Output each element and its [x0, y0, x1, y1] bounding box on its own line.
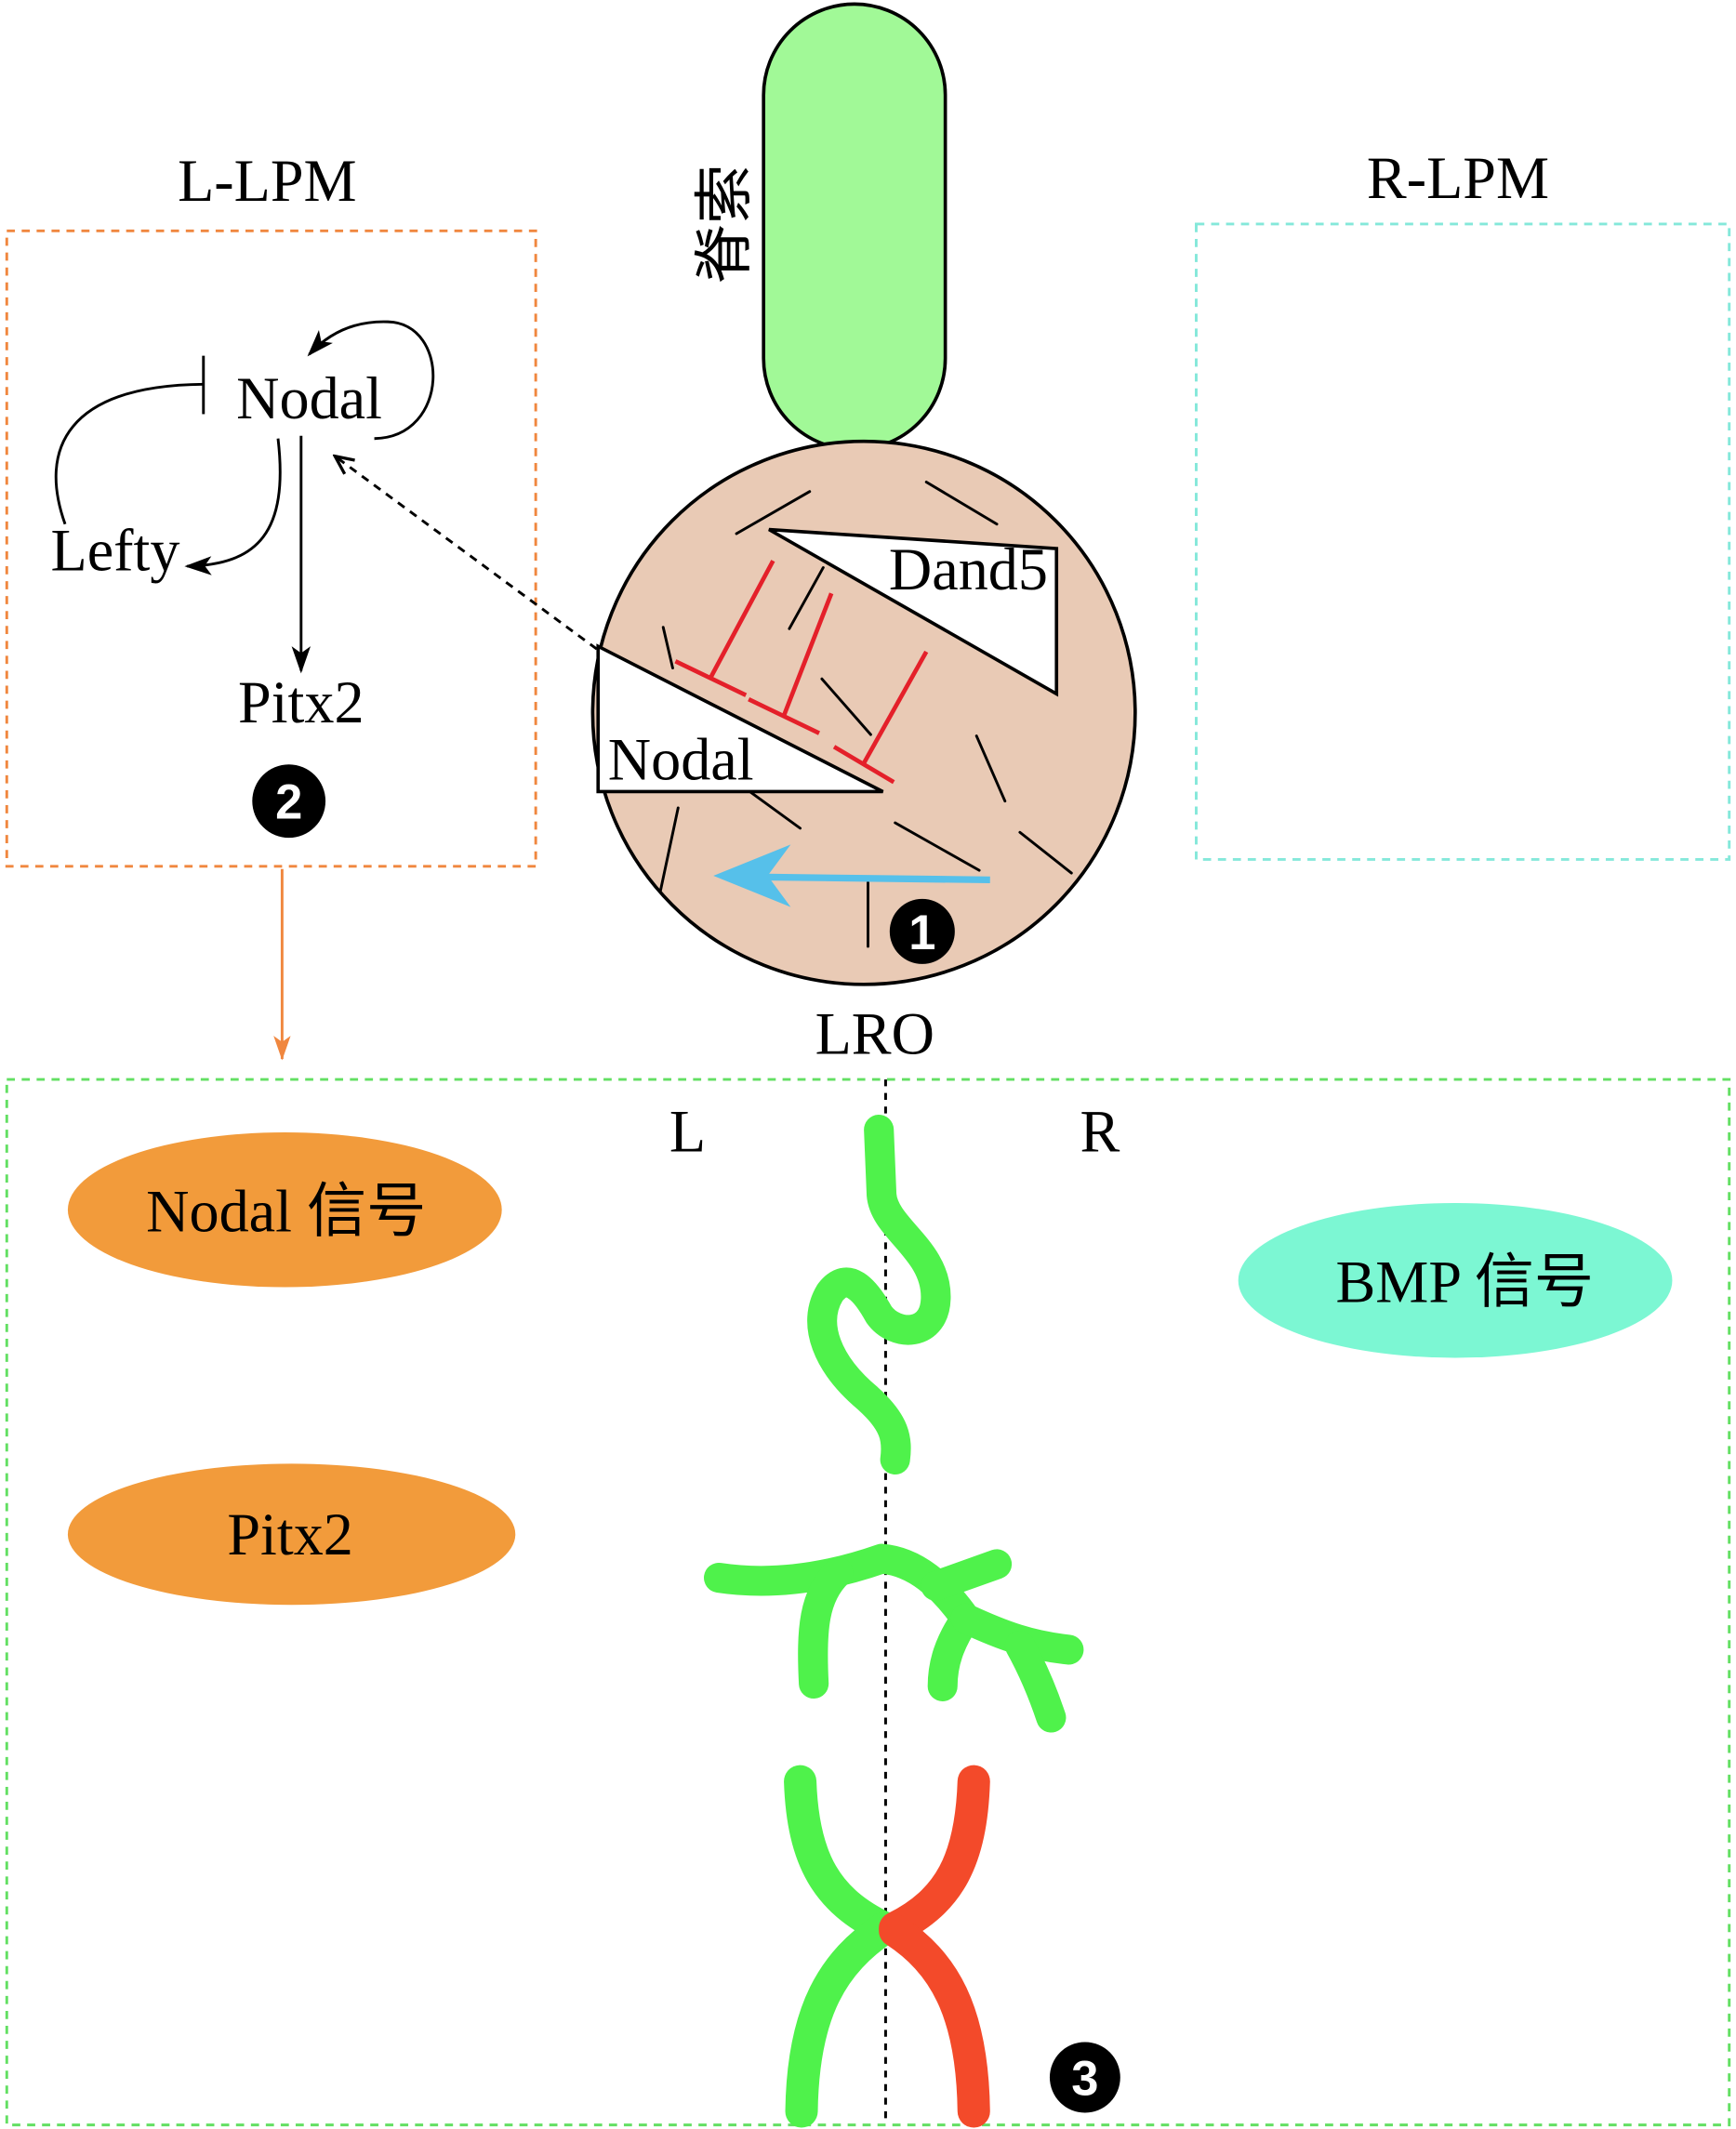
flow-arrow-shaft: [766, 873, 990, 884]
cilium: [788, 566, 825, 630]
pitx2-signal-ellipse: [67, 1463, 516, 1606]
flow-arrow-head: [713, 844, 791, 907]
cilium: [924, 481, 999, 526]
right-lpm-box: [1195, 222, 1731, 861]
heart-tube-looping: [807, 1115, 951, 1475]
notochord-label: 脊索: [692, 165, 758, 284]
step-1-badge: [889, 898, 955, 964]
right-lpm-panel: R-LPM: [1195, 145, 1731, 861]
left-side-label: L: [669, 1098, 706, 1164]
dand5-inhibits-nodal: [674, 560, 929, 785]
nodal-signal-ellipse: [67, 1132, 502, 1288]
nodal-autoactivation-arrow: [307, 320, 435, 441]
step-3-badge: [1049, 2042, 1120, 2113]
inhibition-line: [862, 650, 929, 764]
lro-organ: Dand5 Nodal 1: [590, 439, 1137, 986]
step-1-badge-number: 1: [908, 906, 935, 960]
dand5-label: Dand5: [889, 536, 1048, 602]
cilium: [661, 626, 674, 670]
left-lpm-title: L-LPM: [178, 148, 357, 214]
inhibition-bar: [674, 659, 748, 697]
branching-organ: [704, 1543, 1084, 1733]
vessel-left-green: [784, 1765, 901, 2128]
bmp-signal-ellipse: [1238, 1202, 1673, 1358]
nodal-to-lefty-arrow: [184, 438, 282, 575]
lro-nodal-to-lpm-arrow: [335, 456, 598, 651]
lro-label: LRO: [815, 1000, 934, 1066]
branch-upper-right: [921, 1549, 1013, 1601]
leftward-flow-arrow: [713, 844, 990, 907]
dand5-gradient-triangle: [768, 527, 1059, 697]
cilium: [820, 677, 872, 736]
nodal-signal-label: Nodal 信号: [146, 1179, 426, 1245]
branch-right-lower: [1004, 1631, 1067, 1733]
bmp-signal-label: BMP 信号: [1336, 1250, 1595, 1316]
inhibition-bar: [748, 697, 821, 735]
cilium: [894, 821, 981, 872]
lefty-inhibition-line: [54, 382, 204, 525]
organ-panel-box: [5, 1078, 1731, 2127]
lro-nodal-label: Nodal: [608, 726, 754, 792]
cilium: [974, 734, 1007, 803]
step-2-badge: [252, 764, 326, 839]
vessel-upper-right: [879, 1765, 990, 1945]
vessel-upper-left: [784, 1765, 901, 1945]
inhibition-bar: [832, 745, 895, 785]
right-side-label: R: [1080, 1098, 1120, 1164]
vessel-right-red: [879, 1765, 990, 2128]
vessel-lower-right: [879, 1914, 990, 2128]
cilium: [735, 490, 812, 536]
cilium: [658, 806, 680, 893]
left-lpm-panel: L-LPM Nodal Lefty Pitx2 2: [5, 148, 537, 868]
inhibition-line: [781, 592, 834, 717]
nodal-gradient-triangle: [596, 643, 884, 794]
step-2-badge-number: 2: [275, 775, 302, 830]
right-lpm-title: R-LPM: [1367, 145, 1549, 211]
vessel-lower-left: [785, 1911, 901, 2128]
lpm-pitx2-label: Pitx2: [238, 669, 364, 735]
lefty-label: Lefty: [51, 517, 180, 583]
cilium: [1018, 830, 1073, 875]
pitx2-signal-label: Pitx2: [227, 1501, 353, 1567]
step-3-badge-number: 3: [1071, 2051, 1098, 2106]
inhibition-line: [709, 560, 775, 679]
branch-left-down: [798, 1557, 854, 1699]
lpm-nodal-label: Nodal: [236, 365, 382, 431]
notochord: [762, 2, 948, 452]
organ-asymmetry-panel: L R Nodal 信号 BMP 信号 Pitx2 3: [5, 1078, 1731, 2128]
